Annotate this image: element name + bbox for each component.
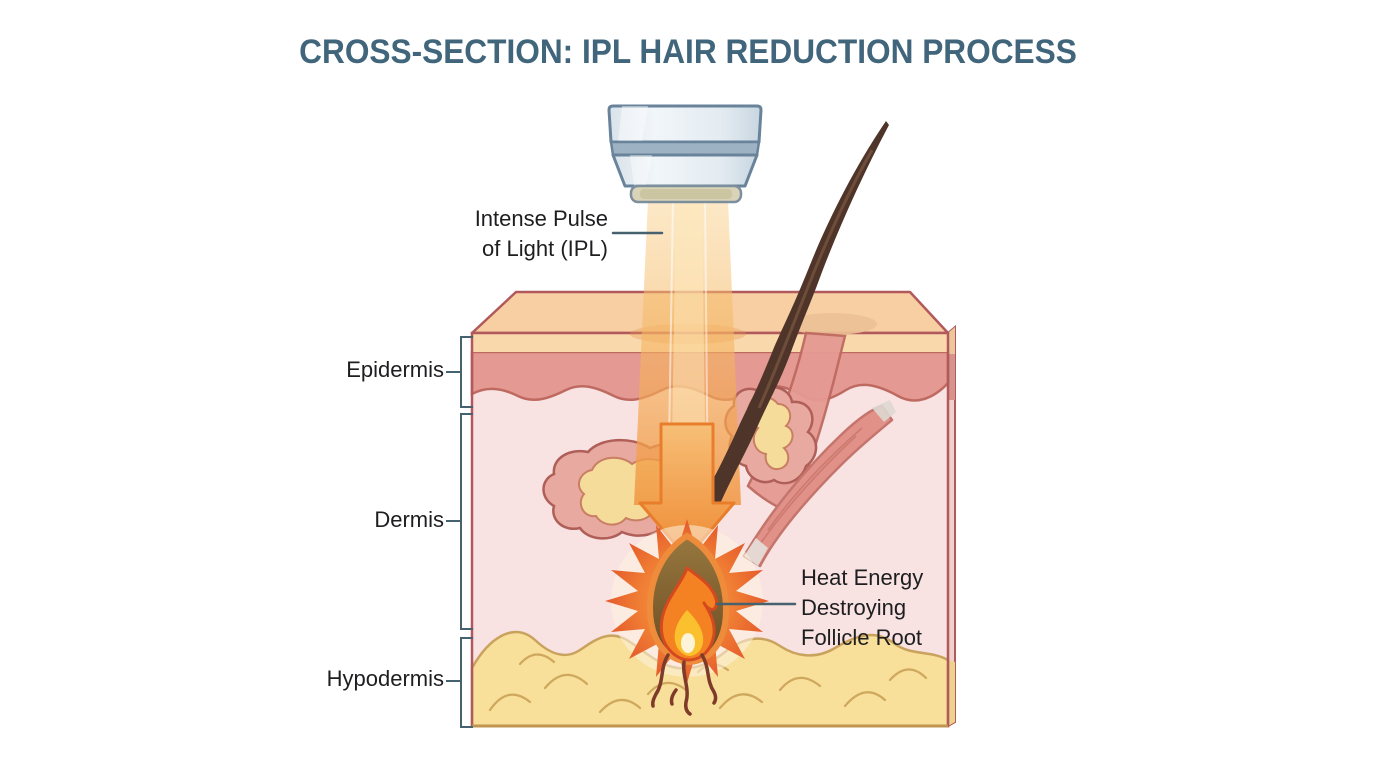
label-heat-energy: Heat Energy Destroying Follicle Root bbox=[801, 563, 971, 653]
arrector-pili-muscle bbox=[742, 400, 896, 568]
hair-entry-depression bbox=[787, 313, 877, 335]
label-heat-line3: Follicle Root bbox=[801, 625, 923, 650]
page-title: CROSS-SECTION: IPL HAIR REDUCTION PROCES… bbox=[299, 33, 1077, 71]
label-heat-line1: Heat Energy bbox=[801, 565, 924, 590]
bracket-epidermis bbox=[446, 336, 473, 408]
label-intense-pulse-of-light: Intense Pulse of Light (IPL) bbox=[398, 204, 608, 264]
ipl-handpiece bbox=[607, 104, 763, 204]
bracket-dermis bbox=[446, 413, 473, 630]
label-hypodermis: Hypodermis bbox=[326, 666, 444, 691]
label-ipl-line2: of Light (IPL) bbox=[482, 236, 608, 261]
follicle-roots bbox=[651, 653, 718, 716]
label-ipl-line1: Intense Pulse bbox=[474, 206, 608, 231]
skin-side-face-fat bbox=[948, 660, 955, 726]
label-dermis: Dermis bbox=[374, 507, 444, 532]
label-epidermis: Epidermis bbox=[346, 357, 444, 382]
fat-cells bbox=[488, 653, 928, 714]
skin-side-face-top bbox=[948, 327, 955, 354]
label-heat-line2: Destroying bbox=[801, 595, 907, 620]
bracket-hypodermis bbox=[446, 637, 473, 728]
skin-side-face-epidermis bbox=[948, 354, 955, 400]
hair-shaft bbox=[678, 121, 889, 552]
follicle-flame bbox=[646, 532, 730, 666]
